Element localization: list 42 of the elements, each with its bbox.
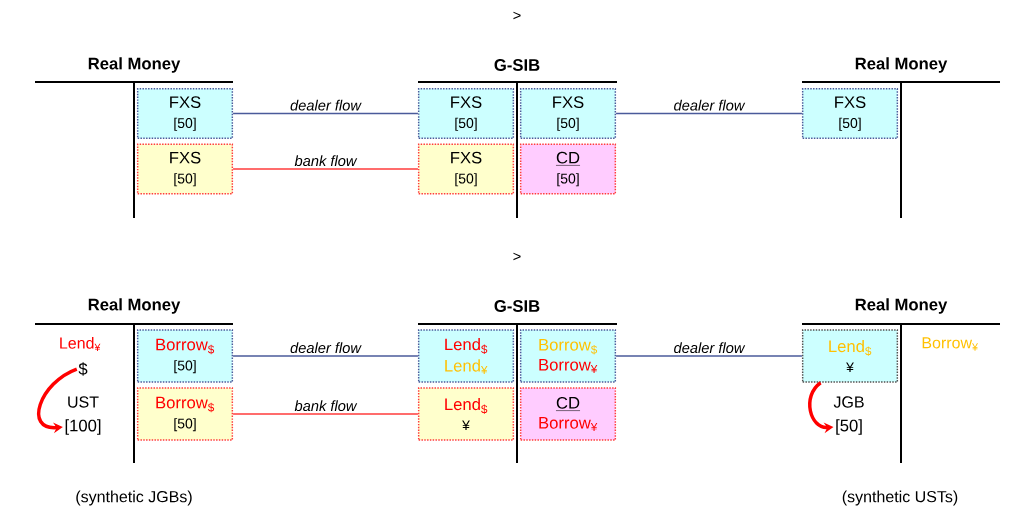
position-box: FXS [50] [136, 88, 234, 139]
connector [615, 112, 803, 115]
position-box: Lend$_{$}$ ¥ [417, 387, 515, 441]
value-text: [50] [836, 419, 862, 435]
arrow-sign: > [513, 252, 521, 261]
leg-label: Borrow$_{¥}$ [922, 337, 978, 351]
note-text: (synthetic USTs) [842, 490, 958, 506]
connector [232, 413, 419, 415]
column-heading: G-SIB [494, 300, 540, 312]
connector [615, 355, 803, 357]
position-box: CD [50] [519, 143, 617, 195]
note-text: (synthetic JGBs) [76, 490, 192, 506]
edge-label: bank flow [293, 398, 358, 413]
position-box: FXS [50] [417, 143, 515, 195]
column-heading: Real Money [88, 298, 181, 314]
edge-label: dealer flow [672, 98, 746, 112]
position-box: FXS [50] [801, 88, 899, 139]
position-box: FXS [50] [417, 88, 515, 139]
security-label: UST [68, 396, 99, 408]
column-heading: G-SIB [494, 59, 540, 71]
column-heading: Real Money [88, 57, 181, 73]
edge-label: dealer flow [672, 340, 746, 355]
position-box: Lend$_{$}$ ¥ [801, 329, 899, 383]
connector [232, 168, 419, 170]
position-box: Borrow$_{$}$ Borrow$_{¥}$ [519, 329, 617, 383]
value-text: $ [78, 362, 88, 376]
edge-label: bank flow [293, 153, 358, 168]
edge-label: dealer flow [288, 340, 363, 355]
connector [232, 355, 419, 357]
connector [232, 112, 419, 115]
column-heading: Real Money [855, 298, 948, 314]
leg-label: Lend$_{¥}$ [60, 337, 101, 351]
arrow-sign: > [513, 11, 521, 20]
position-box: Lend$_{$}$ Lend$_{¥}$ [417, 329, 515, 383]
position-box: FXS [50] [136, 143, 234, 195]
position-box: FXS [50] [519, 88, 617, 139]
value-text: [100] [65, 419, 101, 435]
position-box: Borrow$_{$}$ [50] [136, 387, 234, 441]
position-box: Borrow$_{$}$ [50] [136, 329, 234, 383]
edge-label: dealer flow [288, 98, 363, 112]
column-heading: Real Money [855, 57, 948, 73]
position-box: CD Borrow$_{¥}$ [519, 387, 617, 441]
